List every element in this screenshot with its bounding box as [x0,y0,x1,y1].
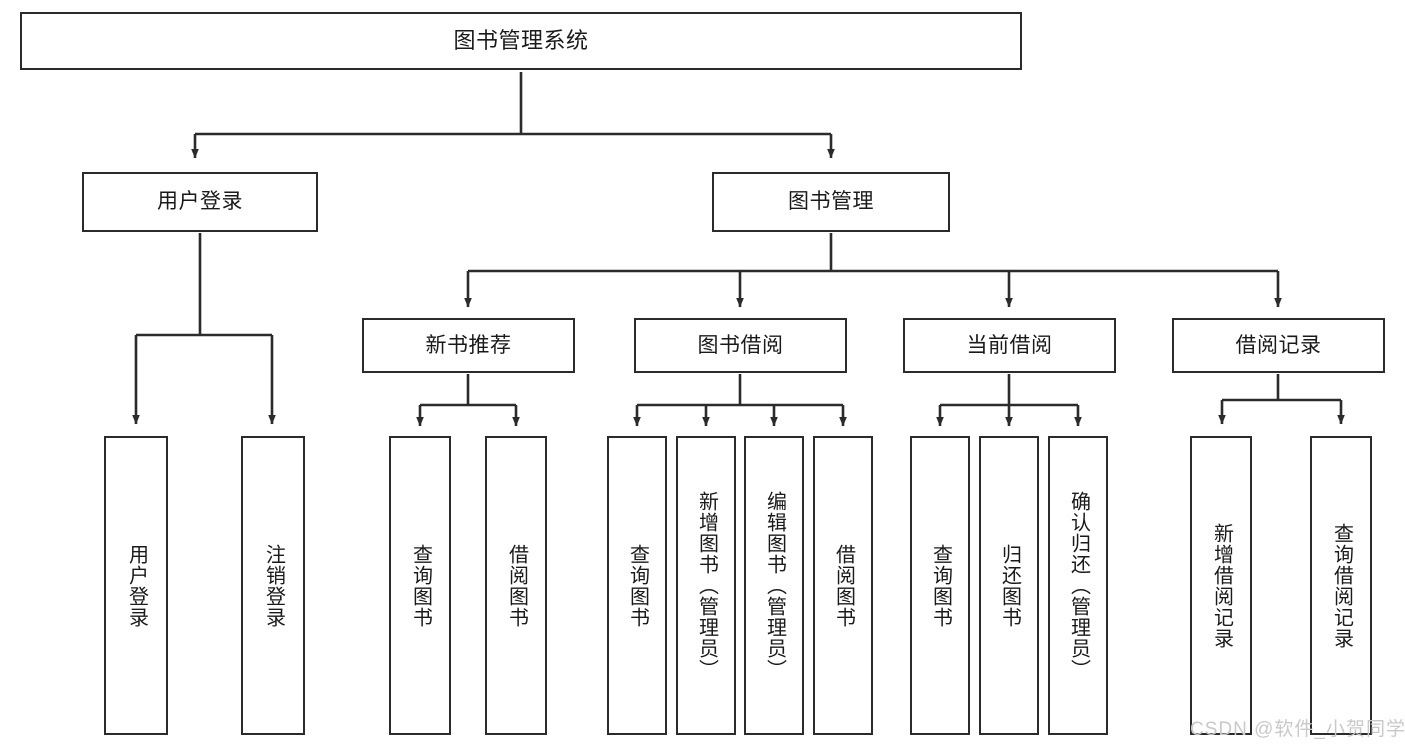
leaf-newbook-borrow-book-label: 借阅图书 [505,543,528,628]
leaf-borrow-borrow-book[interactable]: 借阅图书 [813,436,873,735]
leaf-logout[interactable]: 注销登录 [241,436,305,735]
leaf-newbook-query-book-label: 查询图书 [409,543,432,628]
node-book-borrow-label: 图书借阅 [697,333,784,357]
leaf-current-confirm-return-label: 确认归还（管理员） [1067,491,1090,680]
leaf-borrow-add-book[interactable]: 新增图书（管理员） [676,436,736,735]
node-borrow-record[interactable]: 借阅记录 [1172,318,1385,373]
node-book-management-label: 图书管理 [788,190,874,214]
leaf-logout-label: 注销登录 [262,543,285,628]
leaf-record-add-record[interactable]: 新增借阅记录 [1190,436,1252,735]
leaf-user-login[interactable]: 用户登录 [104,436,168,735]
node-current-borrow[interactable]: 当前借阅 [903,318,1116,373]
leaf-borrow-edit-book-label: 编辑图书（管理员） [763,491,786,680]
node-new-book-recommend[interactable]: 新书推荐 [362,318,575,373]
leaf-borrow-add-book-label: 新增图书（管理员） [695,491,718,680]
leaf-borrow-query-book-label: 查询图书 [626,543,649,628]
leaf-record-query-record[interactable]: 查询借阅记录 [1310,436,1372,735]
csdn-watermark: CSDN @软件_小贺同学 [1190,719,1405,740]
leaf-current-query-book-label: 查询图书 [929,543,952,628]
leaf-record-add-record-label: 新增借阅记录 [1210,522,1233,649]
leaf-borrow-borrow-book-label: 借阅图书 [832,543,855,628]
leaf-newbook-query-book[interactable]: 查询图书 [389,436,451,735]
leaf-borrow-edit-book[interactable]: 编辑图书（管理员） [744,436,804,735]
node-user-login-label: 用户登录 [157,190,243,214]
leaf-current-return-book[interactable]: 归还图书 [979,436,1039,735]
node-current-borrow-label: 当前借阅 [966,333,1053,357]
leaf-current-query-book[interactable]: 查询图书 [910,436,970,735]
leaf-borrow-query-book[interactable]: 查询图书 [607,436,667,735]
leaf-user-login-label: 用户登录 [125,543,148,628]
leaf-record-query-record-label: 查询借阅记录 [1330,522,1353,649]
node-root-system[interactable]: 图书管理系统 [20,12,1022,70]
node-book-management[interactable]: 图书管理 [712,172,950,232]
node-borrow-record-label: 借阅记录 [1235,333,1322,357]
node-user-login[interactable]: 用户登录 [82,172,318,232]
leaf-newbook-borrow-book[interactable]: 借阅图书 [485,436,547,735]
node-new-book-recommend-label: 新书推荐 [425,333,512,357]
leaf-current-confirm-return[interactable]: 确认归还（管理员） [1048,436,1108,735]
leaf-current-return-book-label: 归还图书 [998,543,1021,628]
node-root-label: 图书管理系统 [453,27,589,53]
node-book-borrow[interactable]: 图书借阅 [634,318,847,373]
